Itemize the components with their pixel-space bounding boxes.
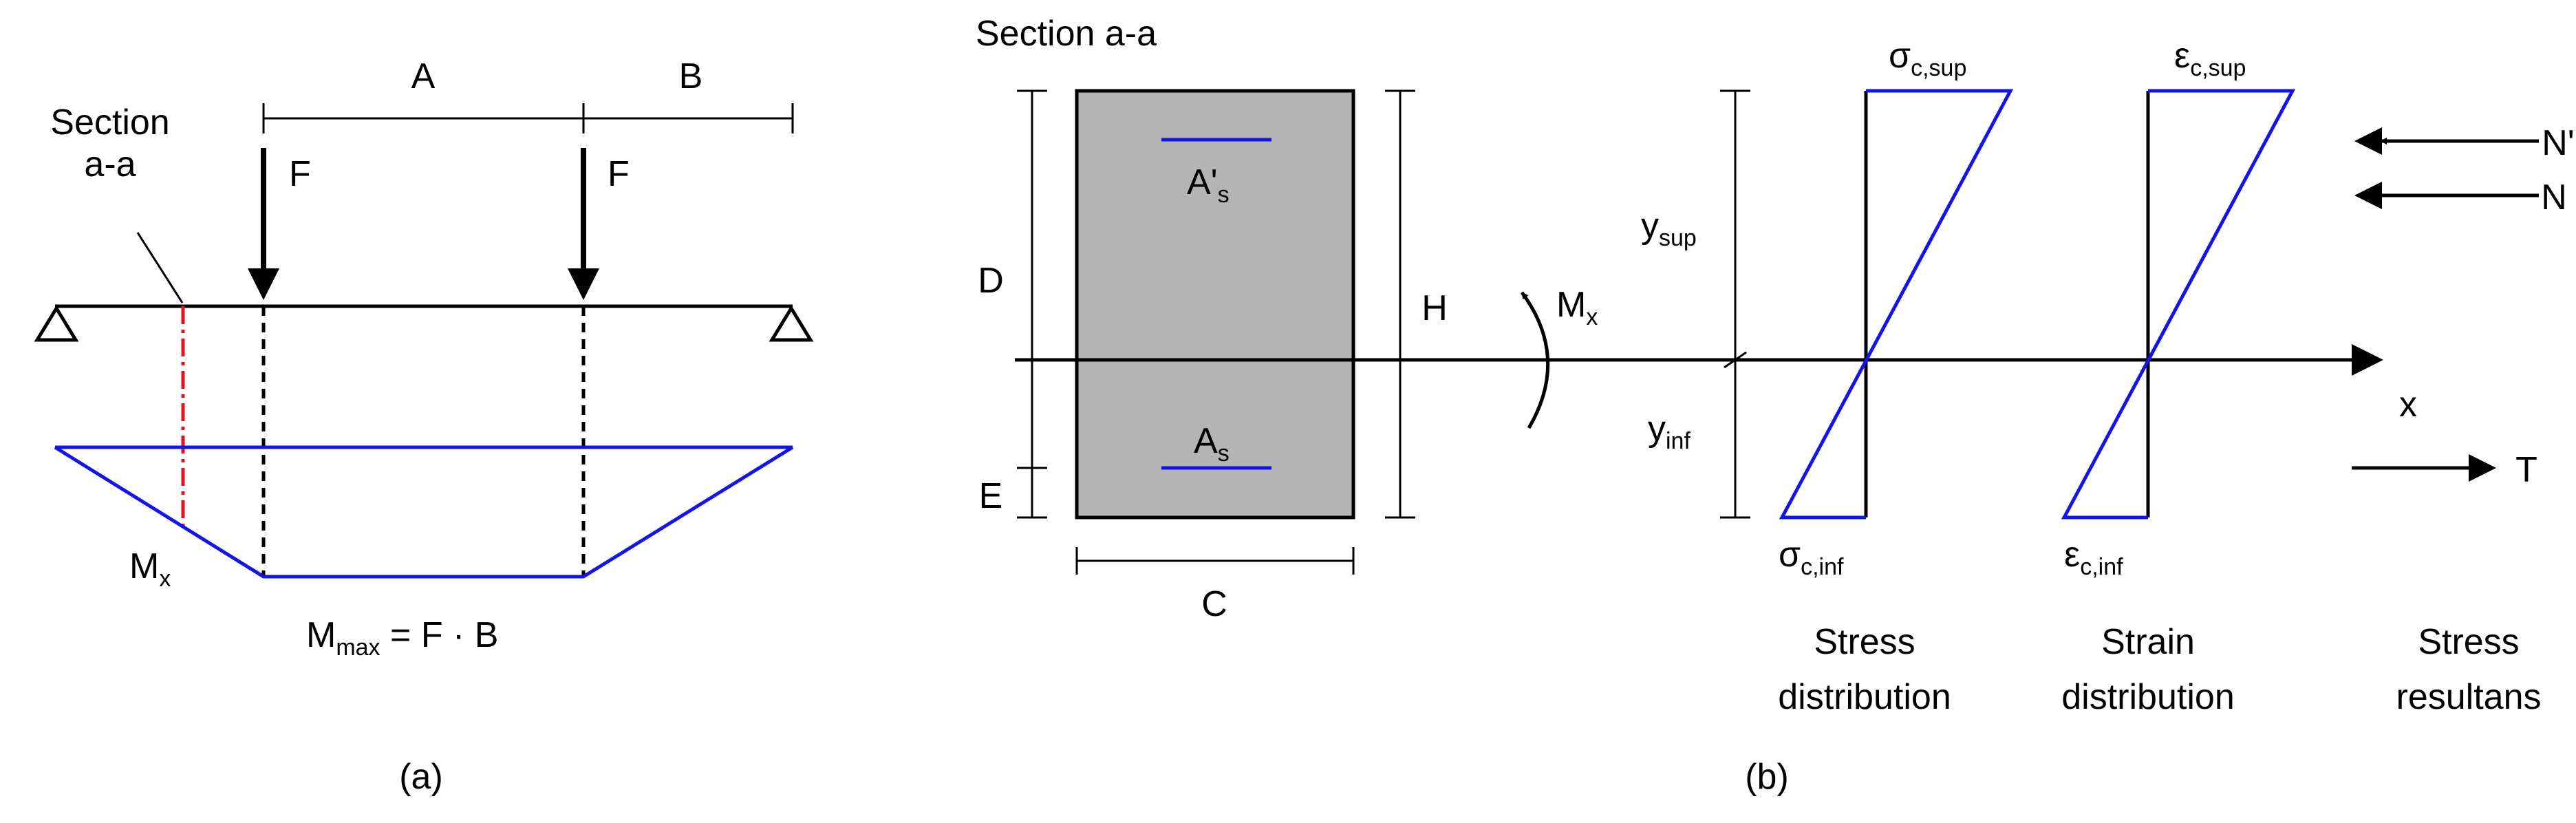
sigma-inf-label: σc,inf: [1779, 535, 1844, 580]
strain-distribution-diagram: [2061, 89, 2296, 520]
pin-support-left: [34, 305, 79, 342]
dim-d-label: D: [978, 261, 1004, 301]
y-inf-label: yinf: [1648, 409, 1690, 454]
pin-support-right: [769, 305, 814, 342]
moment-mx-label-b: Mx: [1556, 285, 1598, 330]
bending-moment-diagram: [54, 445, 794, 579]
force-n-prime-label: N': [2542, 123, 2574, 163]
panel-a-caption: (a): [399, 757, 443, 797]
point-load-right: F: [568, 148, 630, 300]
dim-e-label: E: [979, 476, 1003, 516]
moment-arc-arrow: [1520, 291, 1550, 429]
load-left-label: F: [289, 154, 311, 194]
force-t-label: T: [2515, 450, 2537, 490]
resultants-caption-line2: resultans: [2396, 677, 2542, 717]
span-a-label: A: [411, 56, 436, 96]
axis-x-label: x: [2399, 385, 2417, 425]
height-dimension: H: [1385, 89, 1448, 519]
strain-caption-line2: distribution: [2061, 677, 2234, 717]
section-label-line1: Section: [50, 103, 169, 142]
panel-b-caption: (b): [1745, 757, 1789, 797]
span-dimension: A B: [262, 56, 794, 133]
section-leader-line: [136, 232, 184, 303]
moment-mx-label: Mx: [129, 546, 171, 592]
mmax-equation: Mmax = F · B: [306, 615, 498, 661]
span-b-label: B: [679, 56, 703, 96]
panel-a-beam-diagram: A B F F Section a-a Mx M: [34, 56, 814, 797]
stress-caption-line1: Stress: [1814, 622, 1915, 662]
eps-inf-label: εc,inf: [2064, 535, 2123, 580]
bottom-steel-label: As: [1194, 421, 1230, 467]
section-title: Section a-a: [976, 14, 1157, 54]
neutral-axis-arrowhead: [2352, 344, 2383, 376]
section-label-line2: a-a: [84, 145, 136, 184]
strain-caption-line1: Strain: [2101, 622, 2195, 662]
neutral-axis-depth-dimension: ysup yinf: [1641, 89, 1750, 519]
dim-c-label: C: [1201, 584, 1227, 624]
panel-b-section-analysis: Section a-a A's As D E H C: [976, 14, 2575, 797]
resultants-caption-line1: Stress: [2418, 622, 2519, 662]
stress-caption-line2: distribution: [1778, 677, 1951, 717]
stress-resultants: N' N T: [2352, 123, 2575, 490]
sigma-sup-label: σc,sup: [1889, 36, 1966, 81]
top-steel-label: A's: [1187, 162, 1230, 208]
eps-sup-label: εc,sup: [2174, 36, 2246, 81]
dim-h-label: H: [1421, 288, 1448, 328]
concrete-section: [1075, 89, 1355, 520]
left-dimension: D E: [978, 89, 1047, 519]
load-right-label: F: [608, 154, 630, 194]
y-sup-label: ysup: [1641, 206, 1697, 251]
point-load-left: F: [248, 148, 311, 300]
stress-distribution-diagram: [1779, 89, 2014, 520]
force-n-label: N: [2541, 178, 2567, 217]
width-dimension: C: [1075, 547, 1355, 624]
